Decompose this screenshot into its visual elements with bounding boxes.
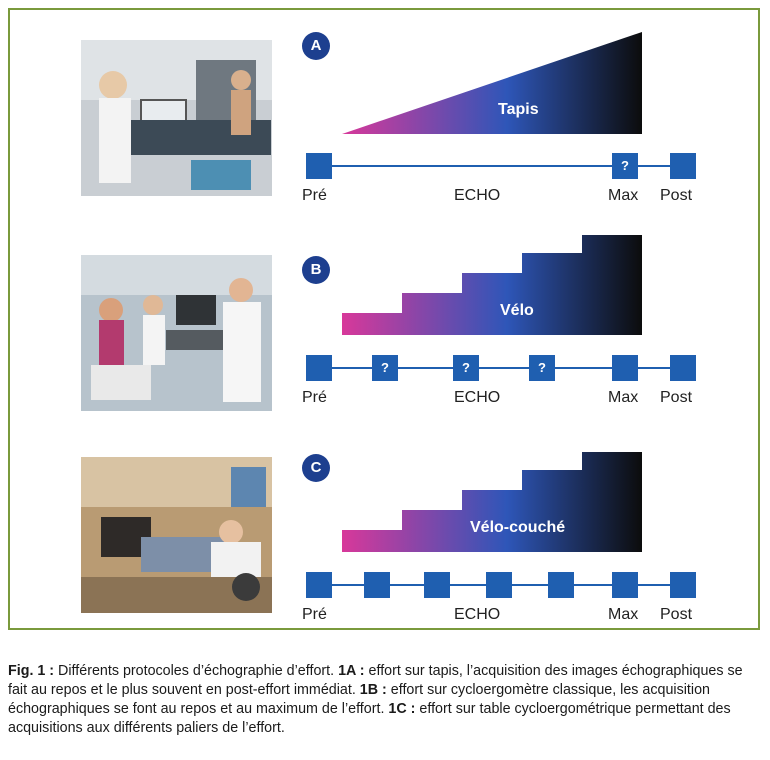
caption-tag-c: 1C : (388, 701, 416, 717)
effort-staircase-shape (342, 235, 642, 335)
timeline-connector (638, 367, 670, 369)
panel-a: A Tapis ? Pré ECHO Max Post (302, 32, 702, 212)
caption-text-b: effort sur cycloergomètre classique, les… (8, 682, 710, 717)
timeline-connector (638, 584, 670, 586)
caption-tag-a: 1A : (338, 663, 365, 679)
timeline-box-max (612, 355, 638, 381)
timeline-label-max: Max (608, 606, 639, 623)
timeline-box-post (670, 153, 696, 179)
timeline-connector (398, 367, 453, 369)
timeline-connector (390, 584, 424, 586)
timeline-connector (638, 165, 670, 167)
timeline-label-pre: Pré (302, 187, 327, 204)
effort-ramp-shape (342, 32, 642, 134)
figure-frame: A Tapis ? Pré ECHO Max Post B (8, 8, 760, 630)
timeline-connector (512, 584, 548, 586)
panel-shape-label: Vélo-couché (470, 519, 566, 536)
panel-letter-badge: A (302, 32, 330, 60)
timeline-box-stage (424, 572, 450, 598)
timeline-box-stage (486, 572, 512, 598)
timeline-label-post: Post (660, 389, 693, 406)
timeline-label-pre: Pré (302, 389, 327, 406)
caption-intro: Différents protocoles d’échographie d’ef… (54, 663, 339, 679)
effort-staircase-shape (342, 452, 642, 552)
recumbent-bike-photo (81, 457, 272, 613)
timeline-label-echo: ECHO (454, 389, 501, 406)
treadmill-photo (81, 40, 272, 196)
timeline-box-stage (364, 572, 390, 598)
caption-fig-label: Fig. 1 : (8, 663, 55, 679)
timeline-connector (332, 165, 612, 167)
panel-shape-label: Tapis (498, 101, 539, 118)
timeline-label-max: Max (608, 187, 639, 204)
timeline-box-stage: ? (372, 355, 398, 381)
caption-tag-b: 1B : (359, 682, 387, 698)
caption-text-a: effort sur tapis, l’acquisition des imag… (8, 663, 743, 698)
timeline-box-pre (306, 355, 332, 381)
timeline-box-stage: ? (529, 355, 555, 381)
timeline-box-stage: ? (453, 355, 479, 381)
bicycle-photo (81, 255, 272, 411)
panel-letter-badge: C (302, 454, 330, 482)
timeline-box-stage (548, 572, 574, 598)
timeline-box-pre (306, 153, 332, 179)
timeline-connector (332, 584, 364, 586)
timeline-label-post: Post (660, 606, 693, 623)
timeline-box-post (670, 355, 696, 381)
panel-letter-badge: B (302, 256, 330, 284)
timeline-box-max: ? (612, 153, 638, 179)
panel-b: B Vélo ? ? ? Pré ECHO (302, 235, 702, 415)
timeline-connector (574, 584, 612, 586)
caption-text-c: effort sur table cycloergométrique perme… (8, 701, 731, 736)
timeline-label-pre: Pré (302, 606, 327, 623)
timeline-label-echo: ECHO (454, 187, 501, 204)
figure-caption: Fig. 1 : Différents protocoles d’échogra… (8, 662, 760, 738)
timeline-label-max: Max (608, 389, 639, 406)
timeline-box-max (612, 572, 638, 598)
timeline-label-echo: ECHO (454, 606, 501, 623)
panel-shape-label: Vélo (500, 302, 534, 319)
timeline-connector (450, 584, 486, 586)
timeline-connector (332, 367, 372, 369)
timeline-connector (479, 367, 529, 369)
timeline-connector (555, 367, 612, 369)
panel-c: C Vélo-couché (302, 452, 702, 632)
timeline-box-pre (306, 572, 332, 598)
timeline-label-post: Post (660, 187, 693, 204)
timeline-box-post (670, 572, 696, 598)
